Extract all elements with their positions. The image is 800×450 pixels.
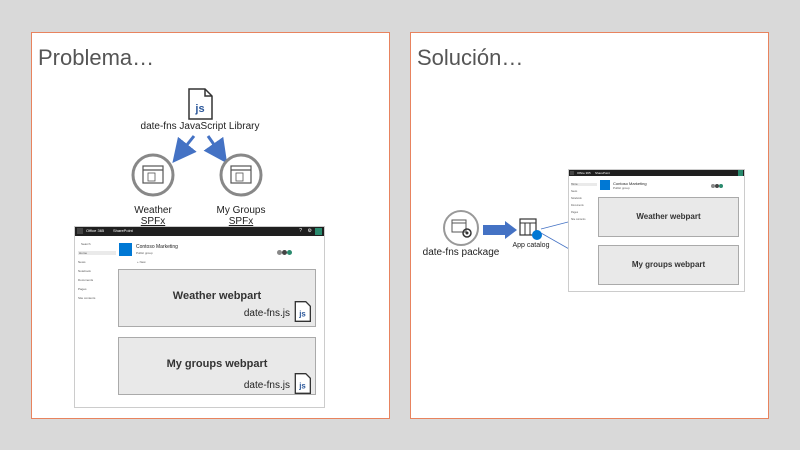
search-box[interactable]: Search [81,242,91,246]
site-sub: Public group [136,251,153,255]
suite-bar: Office 365 SharePoint ⚙ ? [75,227,324,236]
package-icon [443,210,479,246]
site-logo [119,243,132,256]
webpart-title: My groups webpart [166,358,268,370]
suite-bar: Office 365 SharePoint [569,170,744,176]
nav-item[interactable]: Site contents [78,296,96,300]
weather-sub: SPFx [140,216,166,227]
site-logo [600,180,610,190]
webpart-title: Weather webpart [636,212,701,221]
user-avatar[interactable] [738,170,743,176]
svg-text:js: js [194,103,204,115]
nav-item[interactable]: News [571,190,578,193]
settings-icon[interactable]: ⚙ [307,228,312,234]
member-avatars [711,184,723,188]
weather-webpart: Weather webpart date-fns.js js [118,269,316,327]
solution-panel: Solución… date-fns package App catalog [410,32,769,419]
nav-item[interactable]: Pages [571,211,579,214]
package-label: date-fns package [422,247,500,258]
groups-sub: SPFx [228,216,254,227]
suite-product: SharePoint [595,170,610,175]
webpart-lib: date-fns.js [243,308,290,319]
app-catalog-icon [519,218,542,240]
nav-item[interactable]: Home [571,183,597,186]
nav-item[interactable]: Notebook [571,197,582,200]
nav-item[interactable]: Home [78,251,116,255]
webpart-title: My groups webpart [631,260,706,269]
user-avatar[interactable] [315,228,322,235]
suite-app: Office 365 [86,228,105,233]
nav-item[interactable]: Site contents [571,218,586,221]
js-badge-icon: js [294,373,311,394]
site-title: Contoso Marketing [613,181,647,186]
webpart-title: Weather webpart [172,290,262,302]
weather-name: Weather [134,205,172,216]
new-button[interactable]: + New [137,260,146,264]
nav-item[interactable]: Documents [571,204,584,207]
solution-title: Solución… [417,45,524,70]
member-avatars [277,250,293,255]
problem-title: Problema… [38,45,155,70]
svg-text:js: js [298,310,306,319]
groups-webpart: My groups webpart [598,245,739,285]
svg-text:js: js [298,382,306,391]
suite-app: Office 365 [577,170,591,175]
webpart-icon [219,153,263,197]
nav-item[interactable]: Documents [78,278,94,282]
groups-webpart: My groups webpart date-fns.js js [118,337,316,395]
sharepoint-site: Office 365 SharePoint ⚙ ? Search Contoso… [74,226,325,408]
nav-item[interactable]: News [78,260,86,264]
site-sub: Public group [613,186,630,190]
nav-item[interactable]: Pages [78,287,87,291]
webpart-icon [131,153,175,197]
site-nav: Home News Notebook Documents Pages Site … [571,183,597,221]
catalog-label: App catalog [512,242,550,249]
site-title: Contoso Marketing [136,244,178,250]
groups-name: My Groups [216,205,266,216]
js-file-icon: js [188,88,213,120]
help-icon[interactable]: ? [299,228,302,234]
deploy-arrow [483,221,517,239]
js-badge-icon: js [294,301,311,322]
webpart-lib: date-fns.js [243,380,290,391]
site-nav: Home News Notebook Documents Pages Site … [78,250,116,300]
sharepoint-site: Office 365 SharePoint Contoso Marketing … [568,169,745,292]
weather-webpart: Weather webpart [598,197,739,237]
suite-product: SharePoint [113,228,133,233]
nav-item[interactable]: Notebook [78,269,91,273]
library-arrows [172,135,228,164]
problem-panel: Problema… js date-fns JavaScript Library… [31,32,390,419]
library-label: date-fns JavaScript Library [140,121,260,132]
